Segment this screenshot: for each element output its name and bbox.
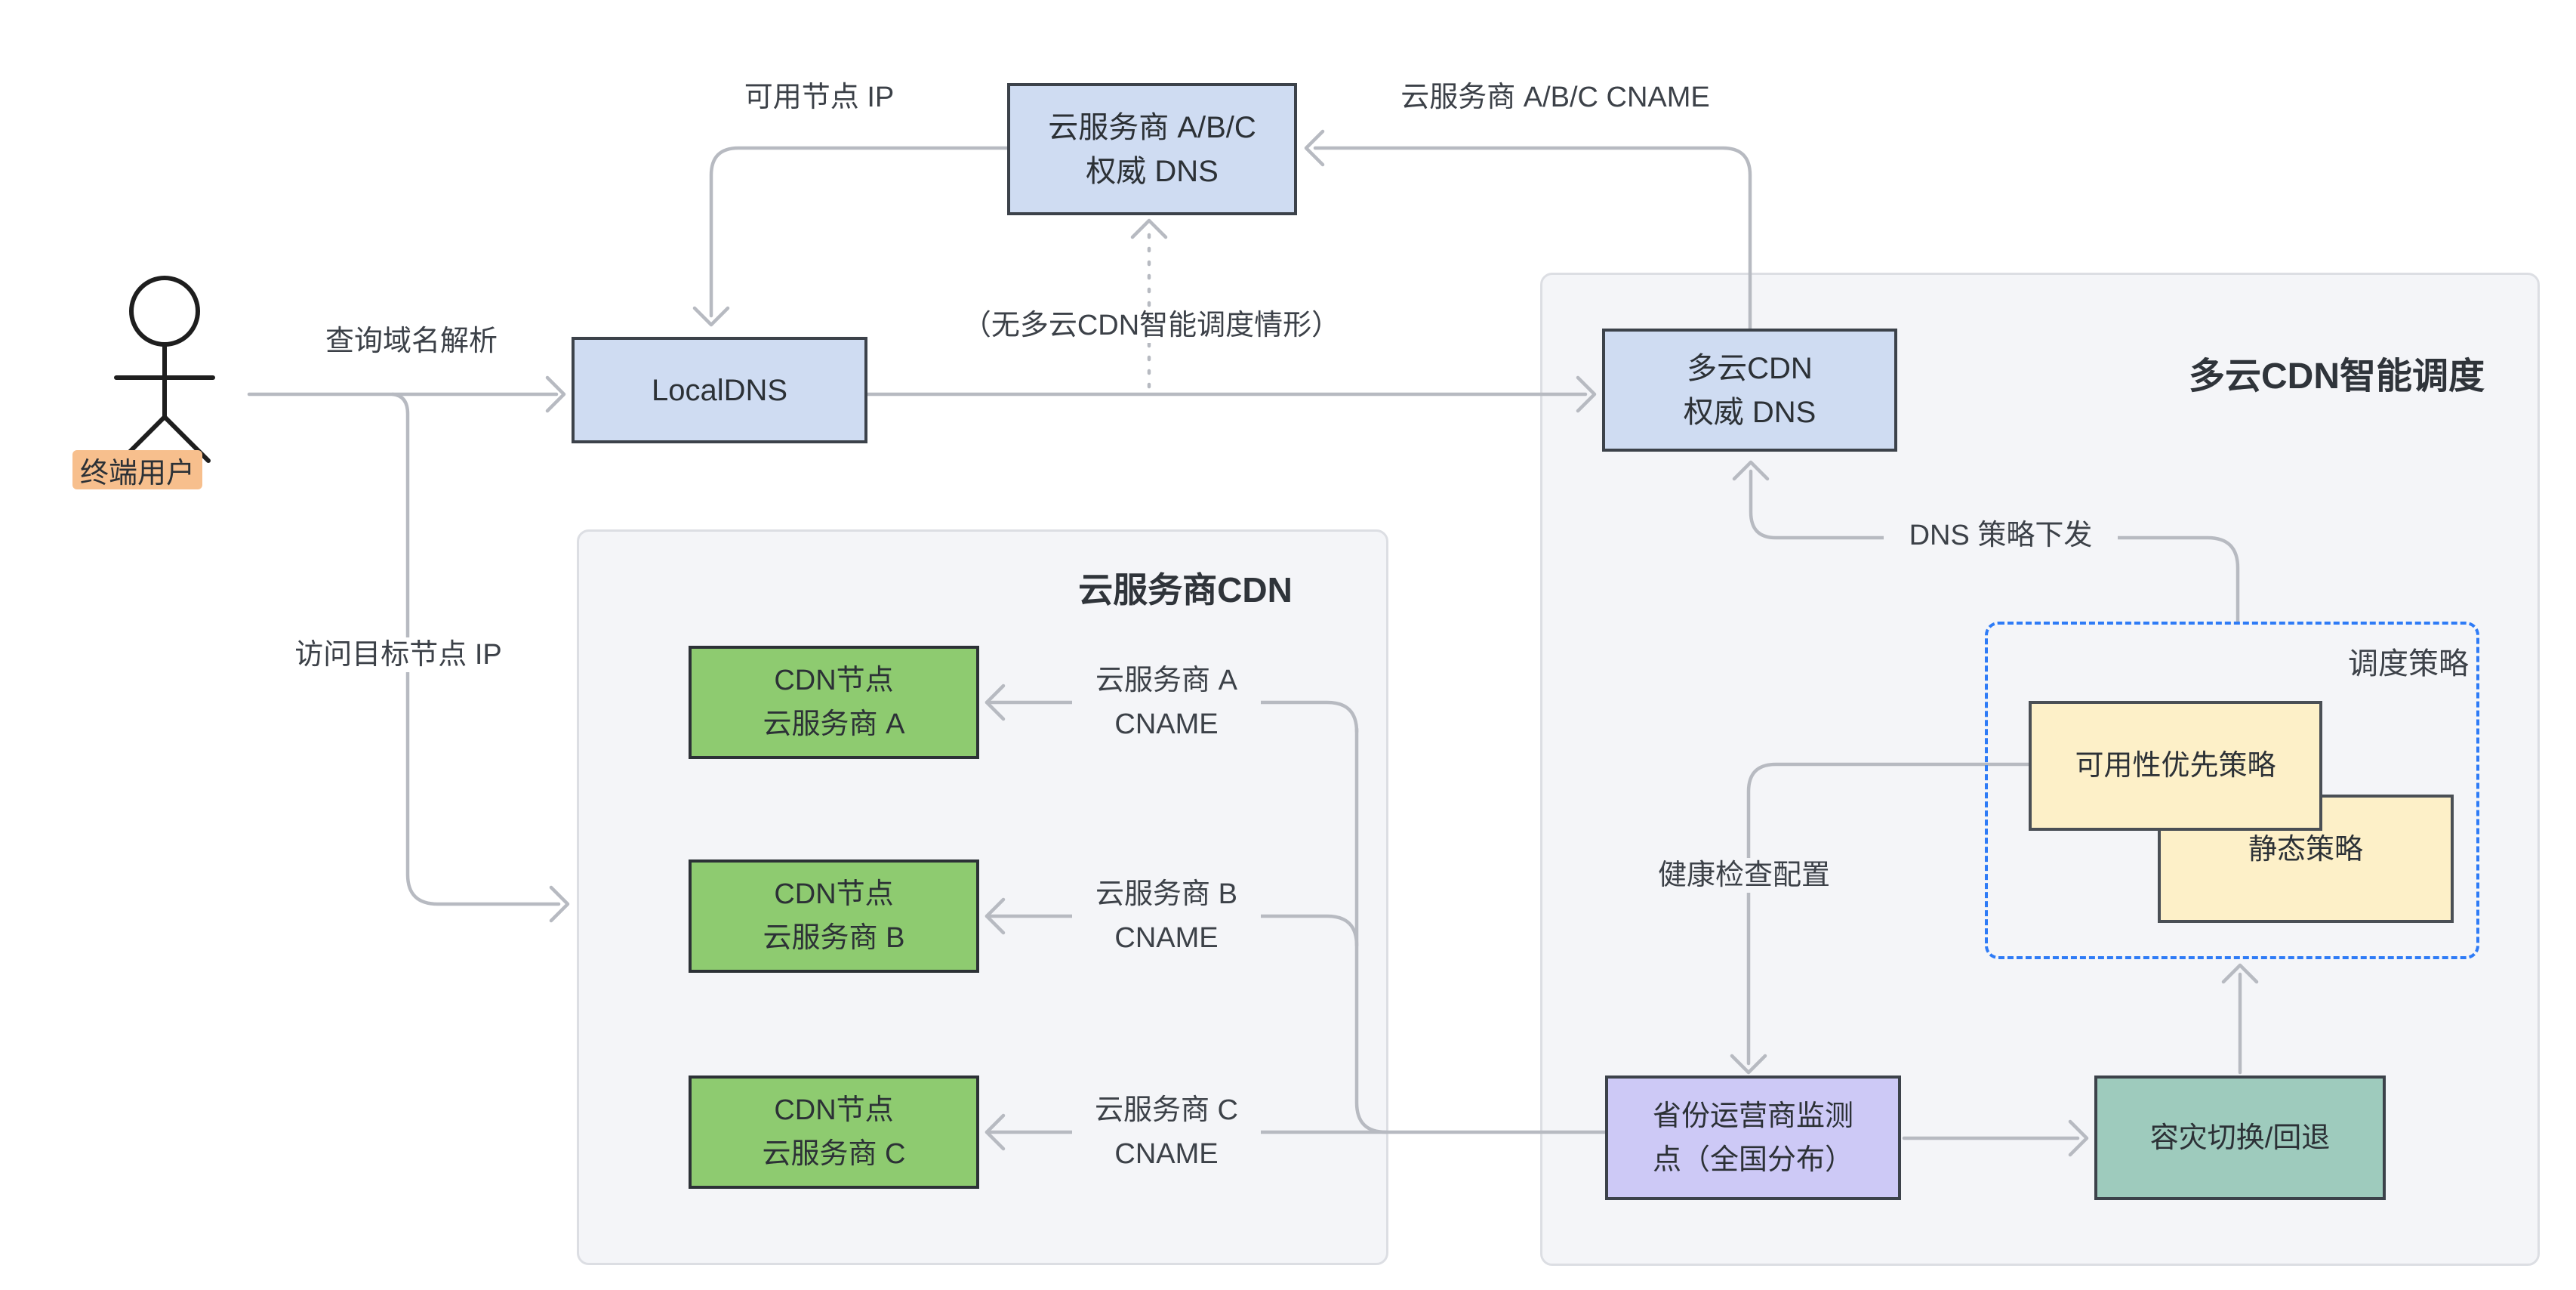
user-figure-icon <box>114 276 215 463</box>
label-available-node-ip: 可用节点 IP <box>744 82 895 113</box>
cdn-node-a-line2: 云服务商 A <box>763 708 905 740</box>
cdn-node-b-box: CDN节点 云服务商 B <box>689 859 979 973</box>
availability-policy-box: 可用性优先策略 <box>2029 701 2322 831</box>
label-health-check: 健康检查配置 <box>1631 858 1857 893</box>
label-cname-c: 云服务商 C CNAME <box>1072 1088 1261 1176</box>
cdn-node-a-box: CDN节点 云服务商 A <box>689 646 979 759</box>
monitor-box: 省份运营商监测 点（全国分布） <box>1605 1076 1901 1200</box>
label-cname-b-line2: CNAME <box>1114 922 1219 954</box>
cdn-node-b-line1: CDN节点 <box>774 878 894 910</box>
static-policy-label: 静态策略 <box>2248 834 2363 866</box>
cdn-node-c-box: CDN节点 云服务商 C <box>689 1076 979 1189</box>
cloud-auth-dns-line2: 权威 DNS <box>1086 154 1219 188</box>
failover-box: 容灾切换/回退 <box>2094 1076 2386 1200</box>
edge-no-smart-case <box>1130 218 1168 389</box>
label-dns-policy: DNS 策略下发 <box>1884 518 2118 553</box>
label-cname-b-line1: 云服务商 B <box>1095 878 1237 910</box>
cdn-node-c-line2: 云服务商 C <box>762 1138 906 1170</box>
cloud-auth-dns-line1: 云服务商 A/B/C <box>1048 110 1256 144</box>
edge-localdns-to-multicloud <box>865 375 1597 413</box>
label-abc-cname: 云服务商 A/B/C CNAME <box>1400 82 1710 113</box>
label-query-dns: 查询域名解析 <box>325 326 498 357</box>
multicloud-dns-line2: 权威 DNS <box>1683 395 1816 429</box>
cdn-node-a-line1: CDN节点 <box>774 665 894 696</box>
label-cname-a: 云服务商 A CNAME <box>1072 659 1261 746</box>
label-cname-c-line2: CNAME <box>1114 1138 1219 1170</box>
monitor-line1: 省份运营商监测 <box>1652 1100 1853 1132</box>
label-cname-a-line1: 云服务商 A <box>1095 665 1237 696</box>
label-cname-a-line2: CNAME <box>1114 708 1219 740</box>
monitor-line2: 点（全国分布） <box>1652 1143 1853 1176</box>
cloud-auth-dns-box: 云服务商 A/B/C 权威 DNS <box>1007 83 1297 215</box>
multicloud-dns-box: 多云CDN 权威 DNS <box>1602 329 1897 452</box>
smart-scheduling-title: 多云CDN智能调度 <box>2189 356 2485 397</box>
cdn-node-c-line1: CDN节点 <box>774 1094 894 1126</box>
availability-policy-label: 可用性优先策略 <box>2075 750 2276 782</box>
cloud-cdn-title: 云服务商CDN <box>1078 570 1293 610</box>
end-user-label: 终端用户 <box>72 450 202 489</box>
policy-group-title: 调度策略 <box>2348 647 2469 680</box>
label-visit-target-ip: 访问目标节点 IP <box>272 637 525 672</box>
localdns-box: LocalDNS <box>572 337 867 443</box>
label-cname-b: 云服务商 B CNAME <box>1072 872 1261 960</box>
edge-query-dns <box>247 375 566 413</box>
cdn-node-b-line2: 云服务商 B <box>763 922 905 954</box>
localdns-label: LocalDNS <box>651 373 788 407</box>
multicloud-dns-line1: 多云CDN <box>1687 351 1813 385</box>
failover-label: 容灾切换/回退 <box>2149 1122 2331 1154</box>
label-cname-c-line1: 云服务商 C <box>1094 1094 1238 1126</box>
label-no-smart-case: （无多云CDN智能调度情形） <box>932 308 1370 343</box>
edge-available-node-ip <box>692 146 1009 327</box>
